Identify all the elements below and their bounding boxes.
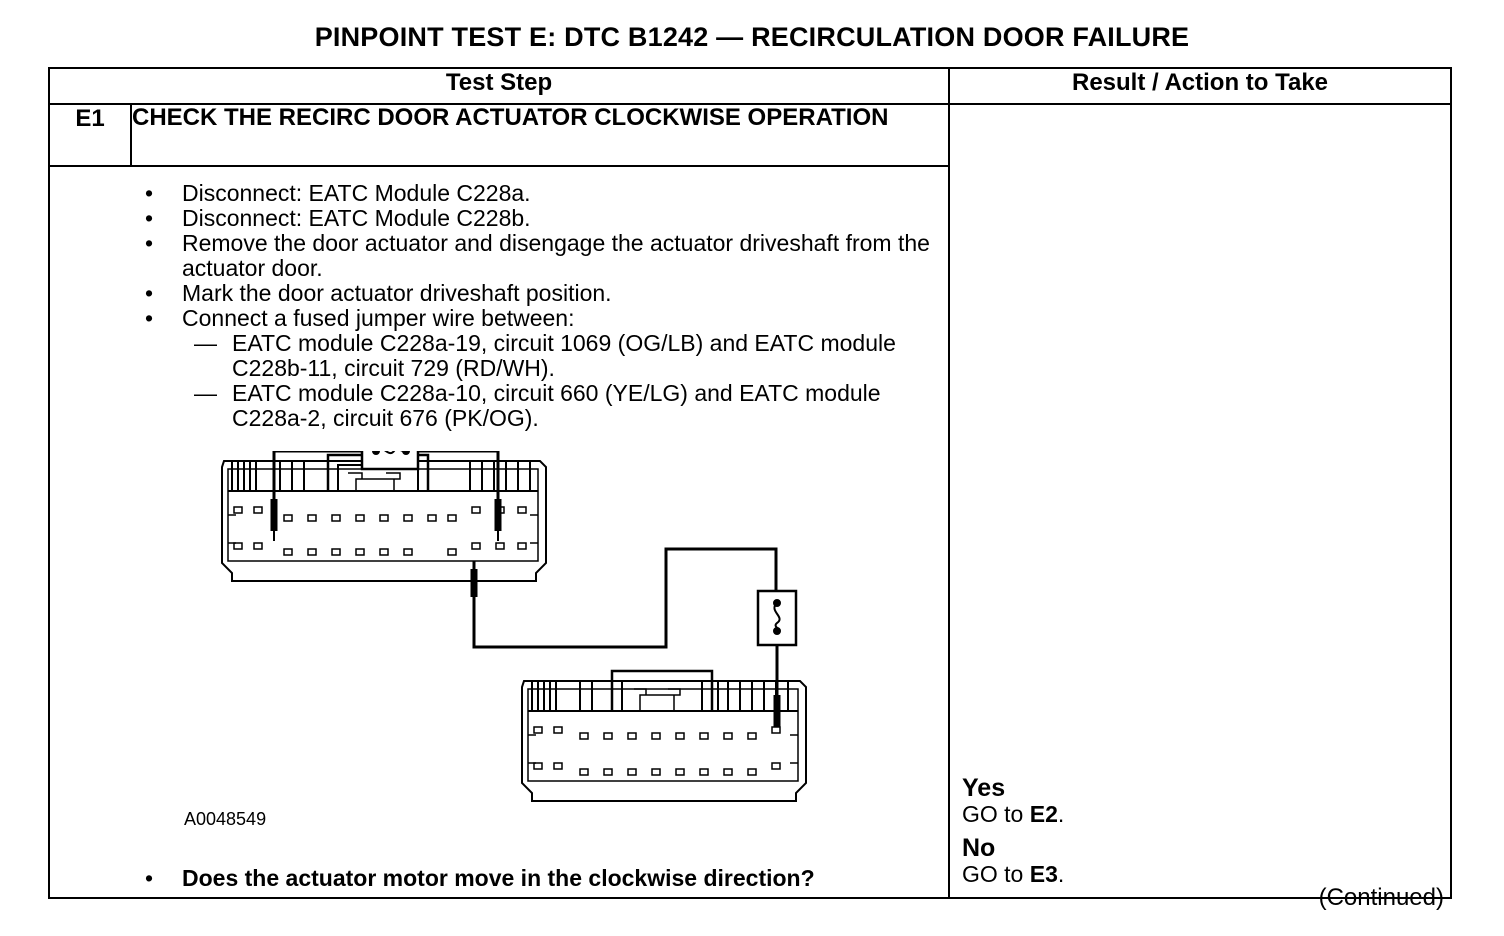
yes-action-period: . — [1057, 801, 1065, 827]
page-title: PINPOINT TEST E: DTC B1242 — RECIRCULATI… — [314, 22, 1190, 52]
bullet-glyph: • — [145, 180, 154, 206]
continued-note: (Continued) — [1318, 884, 1444, 911]
sub-instruction-item: — EATC module C228a-19, circuit 1069 (OG/… — [132, 331, 948, 381]
step-question: • Does the actuator motor move in the clo… — [145, 865, 815, 892]
step-instructions: • Disconnect: EATC Module C228a. • Disconn… — [132, 181, 948, 431]
step-body: • Disconnect: EATC Module C228a. • Disconn… — [48, 165, 950, 899]
instruction-text: Mark the door actuator driveshaft positi… — [182, 280, 612, 306]
sub-instruction-text: EATC module C228a-10, circuit 660 (YE/LG… — [232, 380, 881, 431]
connector-wiring-diagram — [221, 451, 807, 802]
figure-id: A0048549 — [184, 809, 267, 829]
instruction-item: • Connect a fused jumper wire between: — E… — [132, 306, 948, 431]
header-result-action: Result / Action to Take — [948, 67, 1452, 105]
yes-action-target: E2 — [1029, 801, 1058, 827]
bullet-glyph: • — [145, 305, 154, 331]
no-action-period: . — [1057, 861, 1065, 887]
yes-label: Yes — [962, 774, 1006, 802]
instruction-text: Disconnect: EATC Module C228a. — [182, 180, 531, 206]
bullet-glyph: • — [145, 230, 154, 256]
header-test-step: Test Step — [48, 67, 950, 105]
instruction-item: • Mark the door actuator driveshaft posit… — [132, 281, 948, 306]
bullet-glyph: • — [145, 280, 154, 306]
no-action-target: E3 — [1029, 861, 1058, 887]
instruction-item: • Disconnect: EATC Module C228b. — [132, 206, 948, 231]
sub-instructions: — EATC module C228a-19, circuit 1069 (OG/… — [182, 331, 948, 431]
fuse-top — [360, 451, 420, 471]
instruction-text: Disconnect: EATC Module C228b. — [182, 205, 531, 231]
instruction-text: Connect a fused jumper wire between: — [182, 305, 575, 331]
question-text: Does the actuator motor move in the cloc… — [182, 865, 815, 891]
instruction-item: • Remove the door actuator and disengage … — [132, 231, 948, 281]
connector-c228a — [221, 453, 547, 582]
sub-instruction-item: — EATC module C228a-10, circuit 660 (YE/L… — [132, 381, 948, 431]
bullet-glyph: • — [145, 865, 154, 891]
instruction-item: • Disconnect: EATC Module C228a. — [132, 181, 948, 206]
no-label: No — [962, 834, 996, 862]
instruction-text: Remove the door actuator and disengage t… — [182, 230, 930, 281]
dash-glyph: — — [194, 330, 217, 356]
no-action: GO to E3. — [962, 861, 1064, 887]
step-heading: CHECK THE RECIRC DOOR ACTUATOR CLOCKWISE… — [130, 103, 950, 167]
result-cell: Yes GO to E2. No GO to E3. — [948, 103, 1452, 899]
step-body-content: • Disconnect: EATC Module C228a. • Disconn… — [132, 181, 948, 897]
result-yes: Yes GO to E2. — [962, 775, 1064, 827]
connector-c228b — [521, 669, 807, 802]
pinpoint-test-table: Test Step Result / Action to Take E1 CHE… — [48, 67, 1452, 899]
no-action-text: GO to — [962, 861, 1030, 887]
step-id: E1 — [48, 103, 132, 167]
yes-action: GO to E2. — [962, 801, 1064, 827]
dash-glyph: — — [194, 380, 217, 406]
bullet-glyph: • — [145, 205, 154, 231]
result-no: No GO to E3. — [962, 835, 1064, 887]
sub-instruction-text: EATC module C228a-19, circuit 1069 (OG/L… — [232, 330, 896, 381]
fuse-right — [756, 589, 798, 647]
yes-action-text: GO to — [962, 801, 1030, 827]
